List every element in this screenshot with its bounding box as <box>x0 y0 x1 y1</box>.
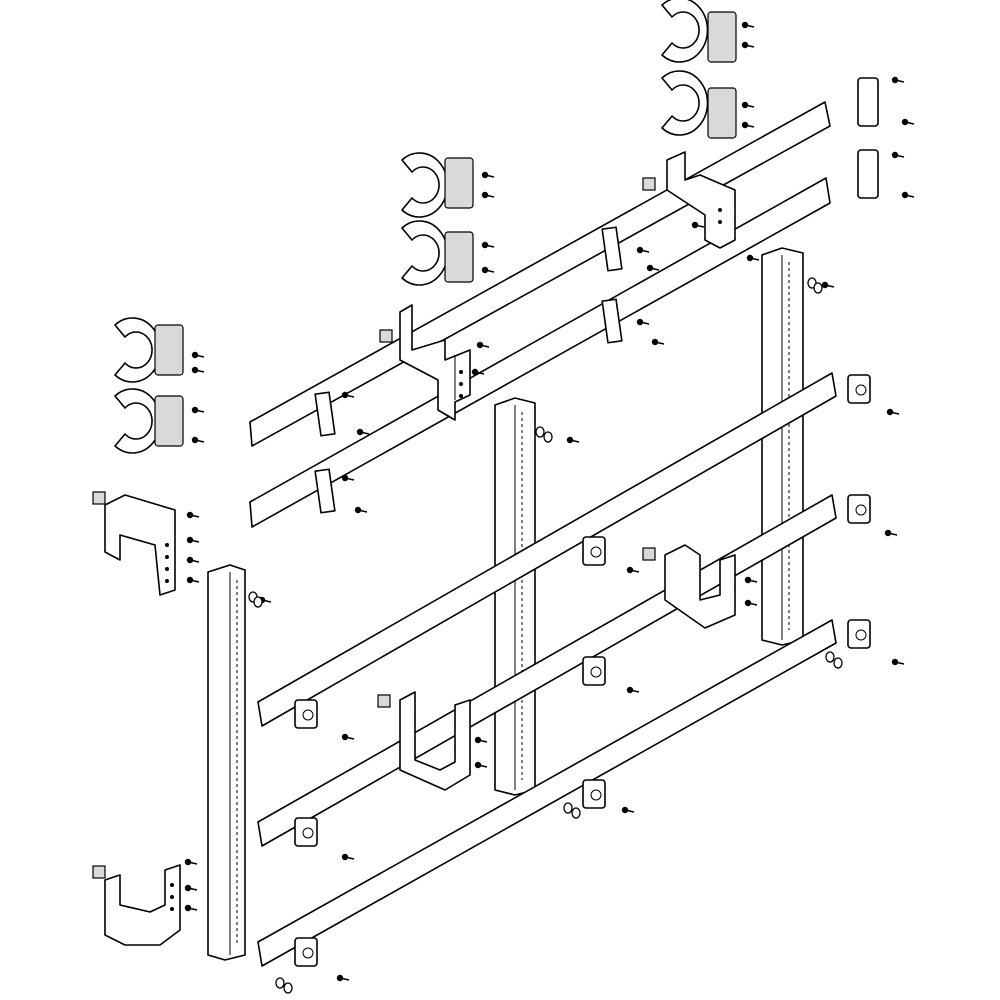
busbar-upper <box>257 372 837 727</box>
screw-shank <box>357 509 368 513</box>
screw-shank <box>484 194 495 198</box>
washer <box>535 426 545 438</box>
screw-shank <box>889 411 900 415</box>
screw-shank <box>904 121 915 125</box>
screw-shank <box>894 79 905 83</box>
screws <box>184 21 915 994</box>
middle-bracket <box>399 691 471 791</box>
screw-shank <box>474 371 485 375</box>
screw-shank <box>649 267 660 271</box>
washer <box>275 977 285 989</box>
screw-shank <box>744 124 755 128</box>
ring-clamps <box>154 11 879 447</box>
screw-shank <box>747 579 758 583</box>
screw-shank <box>624 809 635 813</box>
screw-shank <box>261 599 272 603</box>
screw-shank <box>189 579 200 583</box>
screw-shank <box>629 689 640 693</box>
screw-shank <box>824 284 835 288</box>
screw-shank <box>894 154 905 158</box>
screw-shank <box>639 321 650 325</box>
screw-shank <box>654 341 665 345</box>
rail-clamps <box>314 226 623 514</box>
screw-shank <box>887 532 898 536</box>
perforated-rings <box>114 0 709 454</box>
screw-shank <box>344 394 355 398</box>
washer <box>825 651 835 663</box>
vertical-post-middle <box>494 397 536 796</box>
screw-shank <box>194 354 205 358</box>
screw-shank <box>339 977 350 981</box>
washer <box>813 282 823 294</box>
screw-shank <box>639 249 650 253</box>
washer <box>253 596 263 608</box>
screw-shank <box>187 861 198 865</box>
screw-shank <box>894 661 905 665</box>
screw-shank <box>477 764 488 768</box>
screw-shank <box>189 539 200 543</box>
screw-shank <box>629 569 640 573</box>
busbar-supports <box>294 374 871 967</box>
cage-nuts <box>92 177 656 879</box>
screw-shank <box>694 224 705 228</box>
screw-shank <box>194 439 205 443</box>
busbar-lower <box>257 619 837 967</box>
screw-shank <box>484 269 495 273</box>
rail-bracket-left <box>399 304 471 421</box>
screw-shank <box>479 344 490 348</box>
washer <box>563 802 573 814</box>
washer <box>571 807 581 819</box>
screw-shank <box>344 856 355 860</box>
vertical-post-left <box>207 564 246 961</box>
screw-shank <box>187 887 198 891</box>
screw-shank <box>194 409 205 413</box>
screw-shank <box>744 24 755 28</box>
screw-shank <box>344 736 355 740</box>
screw-shank <box>484 174 495 178</box>
screw-shank <box>344 477 355 481</box>
washer <box>283 982 293 994</box>
screw-shank <box>744 44 755 48</box>
washer <box>833 657 843 669</box>
washer <box>543 431 553 443</box>
screw-shank <box>749 257 760 261</box>
side-bracket-lower-left <box>104 864 181 946</box>
screw-shank <box>747 602 758 606</box>
side-bracket-upper-left <box>104 494 176 596</box>
screw-shank <box>189 559 200 563</box>
top-rail-lower <box>249 177 831 528</box>
top-rail-upper <box>249 101 831 447</box>
screw-shank <box>194 369 205 373</box>
screw-shank <box>744 104 755 108</box>
screw-shank <box>359 431 370 435</box>
rail-bracket-right <box>666 151 736 249</box>
screw-shank <box>904 194 915 198</box>
screw-shank <box>484 244 495 248</box>
vertical-post-right <box>761 247 804 646</box>
screw-shank <box>569 439 580 443</box>
screw-shank <box>477 739 488 743</box>
screw-shank <box>189 514 200 518</box>
right-middle-bracket <box>664 544 736 629</box>
screw-shank <box>187 907 198 911</box>
